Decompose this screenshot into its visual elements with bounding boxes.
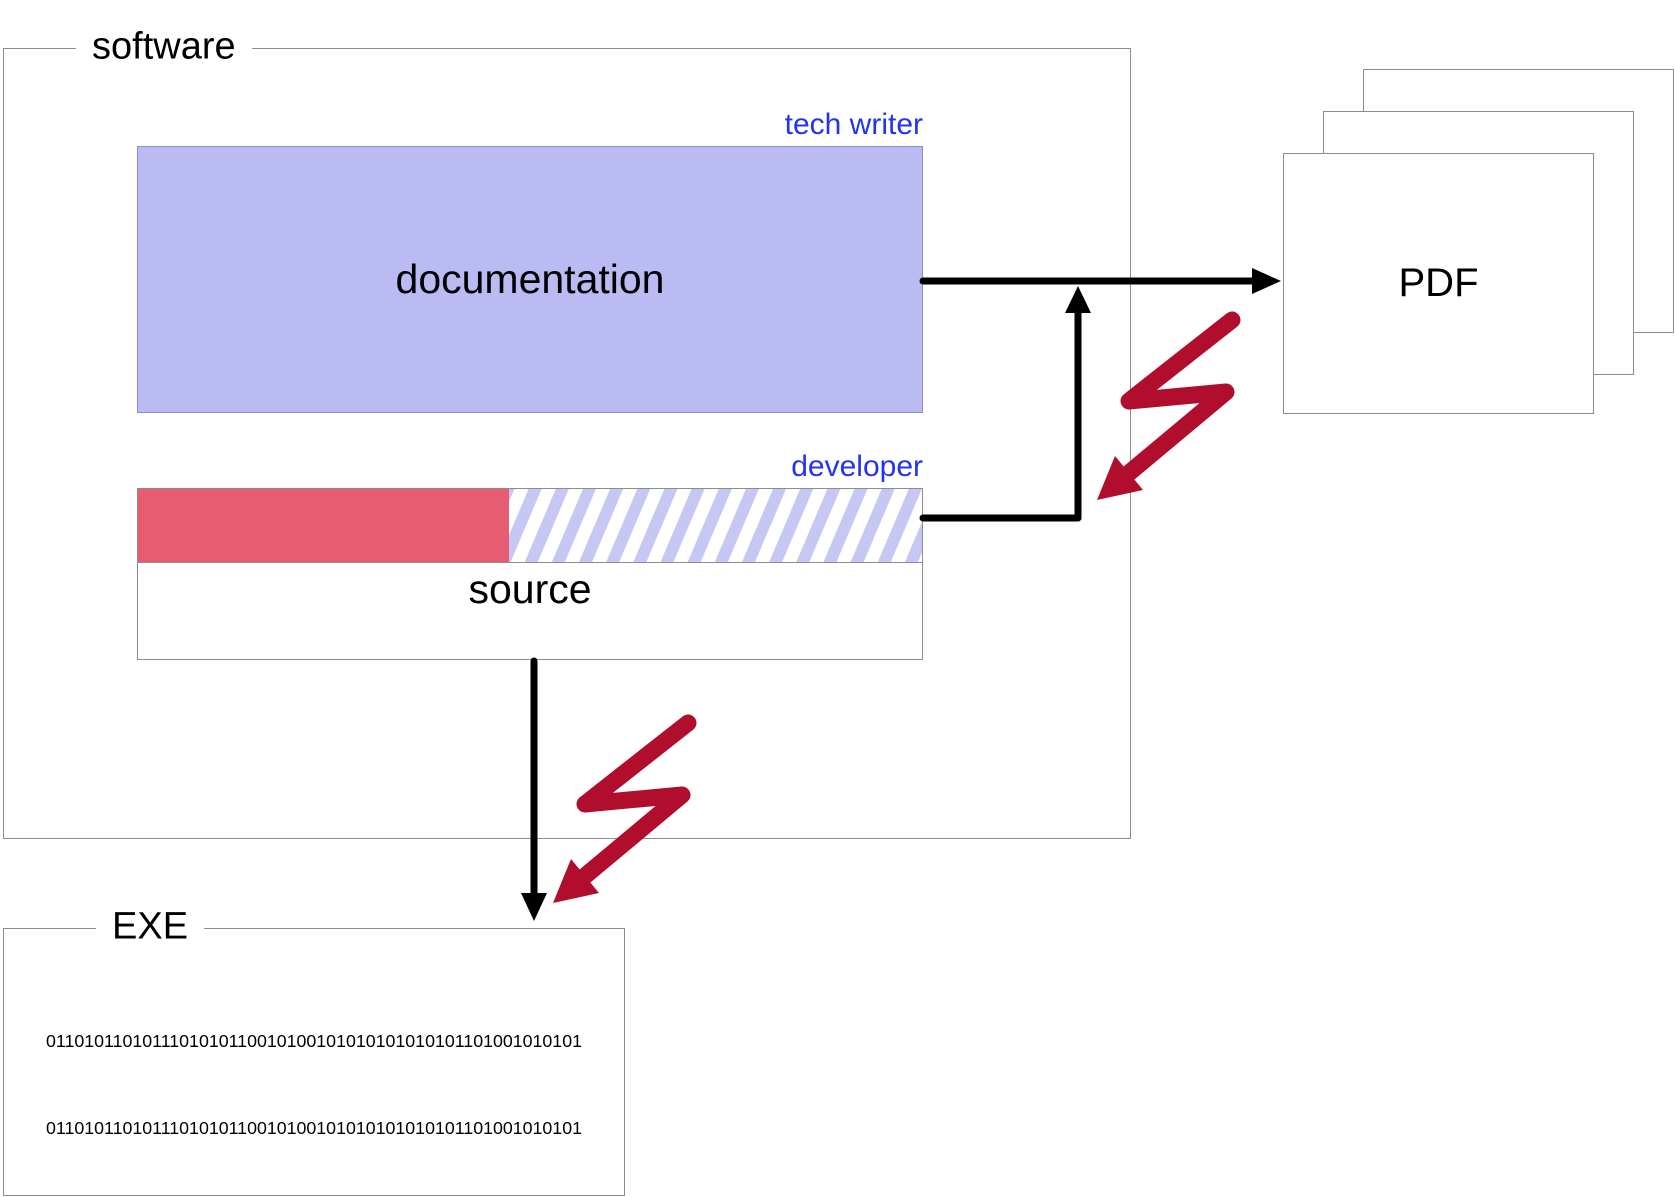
developer-label: developer — [791, 450, 923, 483]
source-written-portion — [138, 489, 509, 562]
source-box-label: source — [468, 566, 592, 612]
documentation-box: documentation — [137, 146, 923, 413]
doc-to-pdf-arrowhead-icon — [1252, 268, 1281, 294]
pdf-label: PDF — [1398, 261, 1479, 305]
source-progress-strip — [138, 489, 922, 563]
software-frame-title: software — [76, 25, 252, 69]
lightning-bolt-exe-head-icon — [553, 859, 599, 903]
binary-line: 0110101101011101010110010100101010101010… — [46, 1031, 582, 1052]
source-box: source — [137, 488, 923, 660]
exe-frame — [3, 928, 625, 1196]
pdf-page-front: PDF — [1283, 153, 1594, 414]
diagonal-hatch-pattern — [509, 489, 922, 562]
documentation-box-label: documentation — [395, 256, 665, 302]
binary-line: 0110101101011101010110010100101010101010… — [46, 1117, 582, 1138]
lightning-bolt-pdf-icon — [1120, 311, 1241, 482]
tech-writer-label: tech writer — [784, 108, 923, 141]
source-unwritten-portion — [509, 489, 922, 562]
source-to-exe-arrowhead-icon — [521, 893, 547, 921]
exe-frame-title: EXE — [96, 905, 205, 949]
exe-binary-content: 0110101101011101010110010100101010101010… — [46, 970, 582, 1197]
